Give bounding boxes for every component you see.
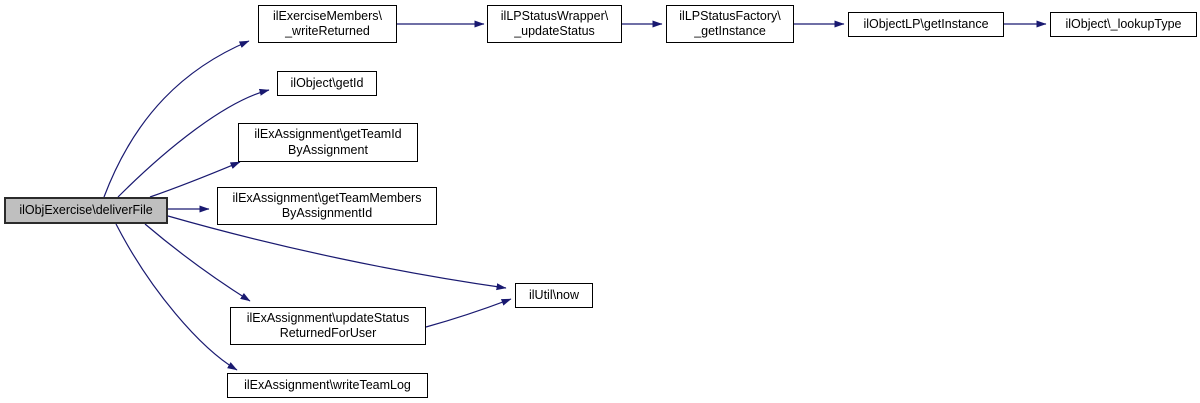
node-writeTeamLog-label: ilExAssignment\writeTeamLog (244, 377, 411, 392)
node-updateStatusReturnedForUser-label: ilExAssignment\updateStatus ReturnedForU… (246, 310, 410, 341)
edge-deliverFile-to-now (167, 215, 507, 291)
node-now[interactable]: ilUtil\now (515, 283, 593, 308)
node-getTeamMembersByAssignmentId[interactable]: ilExAssignment\getTeamMembers ByAssignme… (217, 187, 437, 225)
edge-deliverFile-to-writeTeamLog (115, 223, 238, 371)
node-updateStatusReturnedForUser[interactable]: ilExAssignment\updateStatus ReturnedForU… (230, 307, 426, 345)
node-writeTeamLog[interactable]: ilExAssignment\writeTeamLog (227, 373, 428, 398)
node-getInstanceFactory[interactable]: ilLPStatusFactory\ _getInstance (666, 5, 794, 43)
node-lookupType[interactable]: ilObject\_lookupType (1050, 12, 1197, 37)
node-writeReturned-label: ilExerciseMembers\ _writeReturned (272, 8, 383, 39)
node-writeReturned[interactable]: ilExerciseMembers\ _writeReturned (258, 5, 397, 43)
node-lookupType-label: ilObject\_lookupType (1065, 16, 1182, 31)
node-updateStatus[interactable]: ilLPStatusWrapper\ _updateStatus (487, 5, 622, 43)
node-updateStatus-label: ilLPStatusWrapper\ _updateStatus (500, 8, 609, 39)
node-getInstanceFactory-label: ilLPStatusFactory\ _getInstance (679, 8, 781, 39)
node-getId[interactable]: ilObject\getId (277, 71, 377, 96)
node-deliverFile: ilObjExercise\deliverFile (4, 197, 168, 224)
node-getInstanceObjectLP[interactable]: ilObjectLP\getInstance (848, 12, 1004, 37)
node-deliverFile-label: ilObjExercise\deliverFile (19, 202, 153, 217)
edge-updateStatusReturnedForUser-to-now (425, 298, 512, 328)
node-getTeamIdByAssignment[interactable]: ilExAssignment\getTeamId ByAssignment (238, 123, 418, 162)
edge-deliverFile-to-writeReturned (103, 40, 250, 198)
node-getTeamIdByAssignment-label: ilExAssignment\getTeamId ByAssignment (254, 127, 402, 157)
edge-deliverFile-to-getId (117, 88, 270, 198)
node-getInstanceObjectLP-label: ilObjectLP\getInstance (863, 16, 989, 31)
node-getId-label: ilObject\getId (290, 75, 364, 90)
edge-deliverFile-to-updateStatusReturnedForUser (144, 223, 251, 302)
node-now-label: ilUtil\now (528, 287, 579, 302)
edge-deliverFile-to-getTeamIdByAssignment (149, 161, 241, 198)
node-getTeamMembersByAssignmentId-label: ilExAssignment\getTeamMembers ByAssignme… (232, 190, 422, 221)
